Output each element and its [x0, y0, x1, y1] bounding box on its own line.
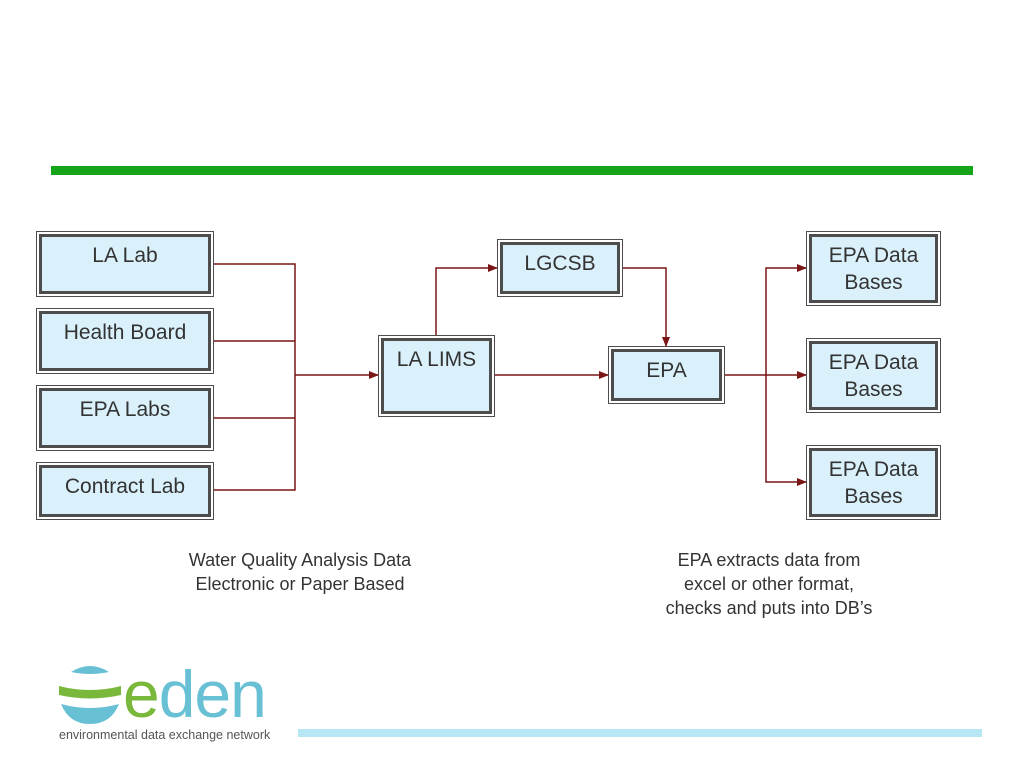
logo-wordmark-e: e	[123, 657, 160, 731]
node-la-lims: LA LIMS	[378, 335, 495, 417]
node-label-line-1: EPA Data	[828, 458, 919, 481]
caption-right: EPA extracts data from excel or other fo…	[620, 548, 918, 620]
logo-wordmark-den: den	[158, 657, 267, 731]
connector-contract-lab	[214, 375, 296, 491]
node-epa-labs: EPA Labs	[36, 385, 214, 451]
globe-stripes-icon	[59, 666, 121, 724]
node-contract-lab: Contract Lab	[36, 462, 214, 520]
node-epa: EPA	[608, 346, 725, 404]
connector-epa-to-db-3	[765, 375, 807, 486]
node-la-lab: LA Lab	[36, 231, 214, 297]
logo-wordmark: eden	[123, 654, 267, 734]
connector-lgcsb-to-epa	[623, 267, 670, 347]
connector-la-lab	[214, 263, 296, 375]
node-epa-data-bases-1: EPA Data Bases	[806, 231, 941, 306]
caption-left-line-1: Water Quality Analysis Data	[188, 550, 412, 570]
node-health-board: Health Board	[36, 308, 214, 374]
node-label-line-2: Bases	[844, 378, 903, 401]
node-label-line-1: EPA Data	[828, 351, 919, 374]
eden-logo: eden environmental data exchange network	[57, 657, 297, 746]
caption-right-line-3: checks and puts into DB’s	[665, 598, 873, 618]
node-lgcsb: LGCSB	[497, 239, 623, 297]
top-accent-bar	[51, 166, 973, 175]
caption-left: Water Quality Analysis Data Electronic o…	[150, 548, 450, 596]
node-label-line-2: Bases	[844, 485, 903, 508]
node-label-line-2: Bases	[844, 271, 903, 294]
connector-epa-to-db-1	[765, 264, 807, 375]
connector-lims-to-lgcsb	[435, 264, 498, 335]
node-epa-data-bases-2: EPA Data Bases	[806, 338, 941, 413]
caption-left-line-2: Electronic or Paper Based	[195, 574, 405, 594]
node-label-line-1: EPA Data	[828, 244, 919, 267]
caption-right-line-1: EPA extracts data from	[677, 550, 861, 570]
node-epa-data-bases-3: EPA Data Bases	[806, 445, 941, 520]
bottom-accent-bar	[298, 729, 982, 737]
caption-right-line-2: excel or other format,	[683, 574, 855, 594]
logo-tagline: environmental data exchange network	[59, 728, 271, 742]
